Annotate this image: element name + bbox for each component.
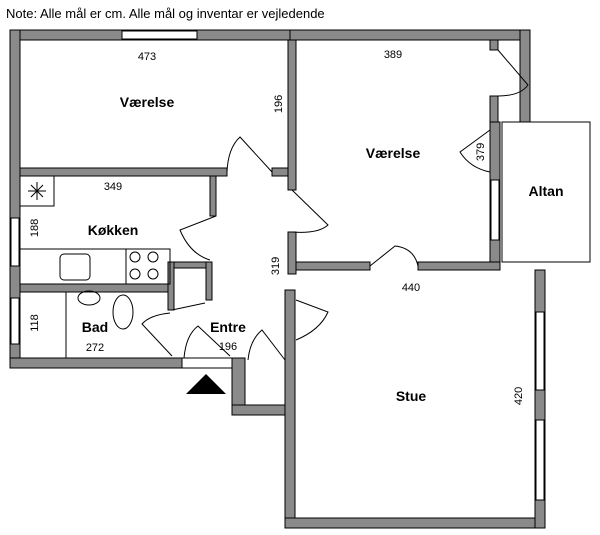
toilet-icon — [112, 294, 134, 330]
room-dimension: 272 — [86, 342, 104, 354]
room-dimension: 319 — [270, 257, 282, 275]
room-dimension: 420 — [513, 387, 525, 405]
bathroom-fixtures — [65, 290, 134, 358]
room-dimension: 349 — [104, 181, 122, 193]
windows — [10, 30, 545, 501]
room-dimension: 440 — [402, 282, 420, 294]
kitchen-fixtures — [19, 175, 171, 285]
walls — [9, 29, 546, 529]
room-label: Bad — [82, 319, 108, 335]
room-label: Entre — [210, 319, 246, 335]
doors — [141, 49, 529, 361]
disclaimer-note: Note: Alle mål er cm. Alle mål og invent… — [6, 6, 325, 21]
room-dimension: 196 — [273, 95, 285, 113]
room-label: Værelse — [120, 94, 175, 110]
balcony-outline — [501, 121, 591, 263]
extractor-icon — [28, 182, 46, 200]
sink-icon — [59, 253, 91, 281]
room-dimension: 188 — [29, 219, 41, 237]
room-label: Værelse — [366, 145, 421, 161]
room-dimension: 196 — [219, 341, 237, 353]
stove-icon — [129, 251, 141, 263]
room-dimension: 473 — [138, 51, 156, 63]
room-dimension: 379 — [475, 143, 487, 161]
room-dimension: 389 — [384, 49, 402, 61]
room-dimension: 118 — [29, 314, 41, 332]
room-label: Køkken — [88, 222, 139, 238]
room-label: Altan — [529, 183, 564, 199]
entrance-arrow-icon — [186, 374, 226, 394]
room-label: Stue — [396, 388, 427, 404]
washbasin-icon — [77, 290, 101, 306]
